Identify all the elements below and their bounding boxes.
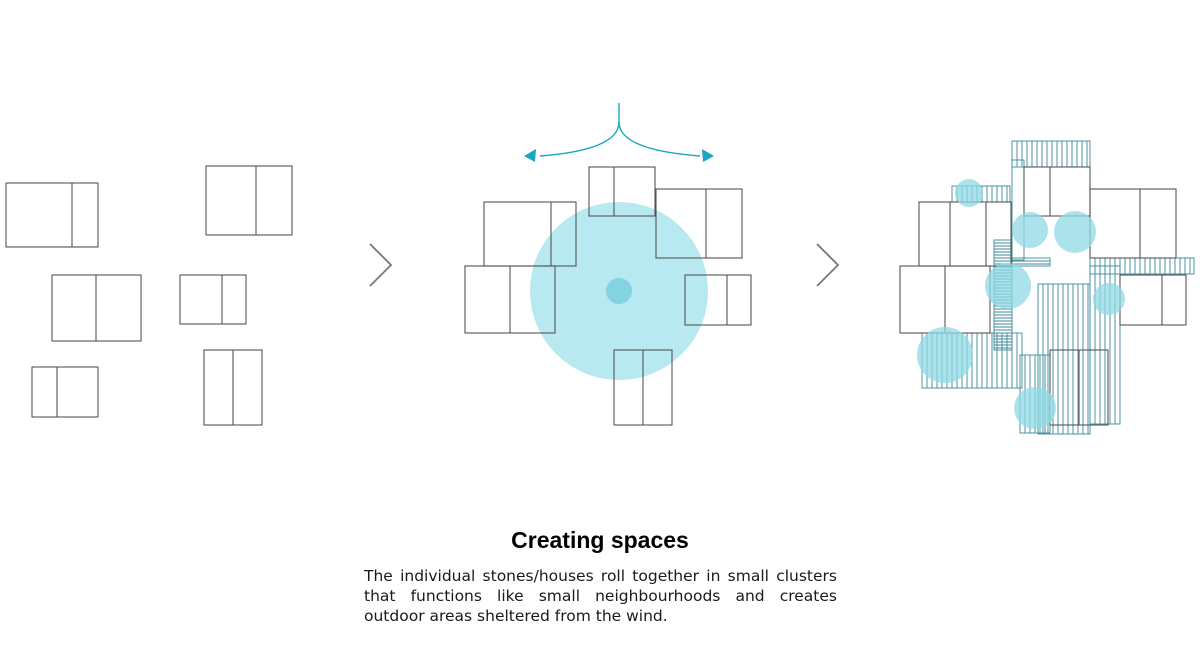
courtyard-circle	[1093, 283, 1125, 315]
courtyard-circle	[1012, 212, 1048, 248]
center-point	[606, 278, 632, 304]
house	[899, 265, 991, 334]
house	[918, 201, 1012, 267]
house	[613, 349, 673, 426]
courtyard-circle	[1014, 387, 1056, 429]
house	[1049, 349, 1109, 426]
house	[684, 274, 752, 326]
house	[1023, 166, 1091, 217]
house	[51, 274, 142, 342]
courtyard-circle	[917, 327, 973, 383]
house	[205, 165, 293, 236]
courtyard-circle	[955, 179, 983, 207]
house-cluster	[464, 166, 752, 426]
house	[5, 182, 99, 248]
courtyard-circle	[985, 263, 1031, 309]
house	[464, 265, 556, 334]
house	[588, 166, 656, 217]
courtyards	[917, 179, 1125, 429]
caption-description: The individual stones/houses roll togeth…	[364, 567, 837, 625]
chevron-right-icon	[816, 243, 840, 287]
house	[203, 349, 263, 426]
courtyard-circle	[1054, 211, 1096, 253]
house	[655, 188, 743, 259]
caption-title: Creating spaces	[511, 527, 689, 553]
house	[1089, 188, 1177, 259]
wind-split-arrow-icon	[524, 103, 714, 162]
stage-gathering	[464, 103, 752, 426]
house	[1119, 274, 1187, 326]
stage-scattered-houses	[5, 165, 293, 426]
chevron-right-icon	[369, 243, 393, 287]
house	[31, 366, 99, 418]
stage-neighbourhood-cluster	[899, 140, 1195, 435]
house	[179, 274, 247, 325]
